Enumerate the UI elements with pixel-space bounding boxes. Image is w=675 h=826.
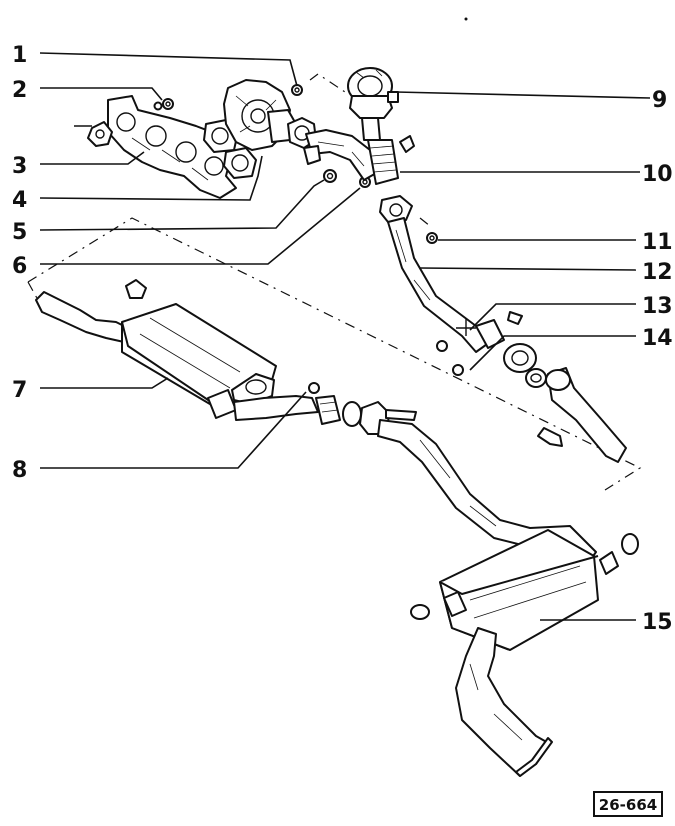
leader-13	[469, 303, 636, 331]
callout-12: 12	[642, 260, 673, 285]
bolt-upper	[399, 135, 415, 153]
tail-pipe	[455, 627, 553, 777]
nut-1	[291, 84, 303, 96]
hanger-ring-front	[125, 279, 147, 299]
ring-gasket-14	[503, 343, 547, 388]
nut-13a	[436, 340, 448, 352]
assembly-dash-lines	[27, 73, 642, 491]
downpipe-elbow	[303, 129, 379, 181]
dash-turbo-outlet	[309, 73, 349, 95]
reference-code-box: 26-664	[593, 791, 663, 817]
callout-numbers: 1 2 3 4 5 6 7 8 9 10 11 12 13 14 15	[12, 43, 673, 635]
callout-15: 15	[642, 610, 673, 635]
hanger-ring-rear	[621, 533, 639, 555]
bolt-center	[385, 409, 417, 421]
callout-10: 10	[642, 162, 673, 187]
clamp-8	[315, 395, 341, 425]
intermediate-pipe-right	[537, 367, 627, 463]
leader-lines	[39, 52, 651, 621]
bolt-lower	[537, 427, 563, 447]
nut-2	[153, 98, 174, 111]
nut-11	[426, 232, 438, 244]
turbocharger	[223, 79, 297, 151]
front-inlet-pipe	[35, 291, 129, 343]
callout-9: 9	[652, 88, 667, 113]
bracket-rear	[599, 551, 619, 575]
leader-8	[40, 391, 307, 469]
wastegate-valve	[347, 67, 399, 141]
flange-front-pipe	[379, 195, 413, 223]
reference-code-frame	[593, 791, 663, 817]
rear-muffler	[410, 529, 639, 651]
front-pipe	[387, 217, 491, 353]
callout-3: 3	[12, 154, 27, 179]
bolt-13	[507, 311, 523, 325]
callout-4: 4	[12, 188, 27, 213]
leader-7	[40, 377, 169, 389]
reference-code-label: 26-664	[599, 796, 657, 814]
leader-2	[40, 87, 163, 101]
leader-12	[419, 267, 637, 271]
dash-front-tail	[27, 281, 39, 301]
front-muffler	[35, 279, 277, 419]
callout-11: 11	[642, 230, 673, 255]
dash-nut-11	[419, 217, 431, 227]
callout-8: 8	[12, 458, 27, 483]
manifold-gasket-small	[87, 121, 113, 147]
callout-2: 2	[12, 78, 27, 103]
leader-14	[469, 335, 636, 371]
leader-5	[39, 179, 325, 231]
nut-5	[323, 169, 337, 183]
nut-8	[308, 382, 320, 394]
leader-9	[395, 91, 651, 99]
exhaust-manifold	[74, 95, 237, 199]
nut-13b	[452, 364, 464, 376]
callout-13: 13	[642, 294, 673, 319]
hanger-ring-rear-left	[410, 604, 430, 620]
callout-1: 1	[12, 43, 27, 68]
flex-pipe	[367, 135, 415, 185]
leader-6	[40, 187, 361, 265]
callout-14: 14	[642, 326, 673, 351]
ring-gasket-center	[342, 401, 362, 427]
callout-7: 7	[12, 378, 27, 403]
leader-3	[40, 151, 145, 165]
leader-4	[39, 155, 263, 201]
stray-dot	[464, 17, 468, 21]
clamp-13	[436, 311, 523, 376]
leader-1	[39, 52, 298, 87]
callout-5: 5	[12, 220, 27, 245]
callout-6: 6	[12, 254, 27, 279]
dash-front-assembly	[27, 217, 642, 491]
